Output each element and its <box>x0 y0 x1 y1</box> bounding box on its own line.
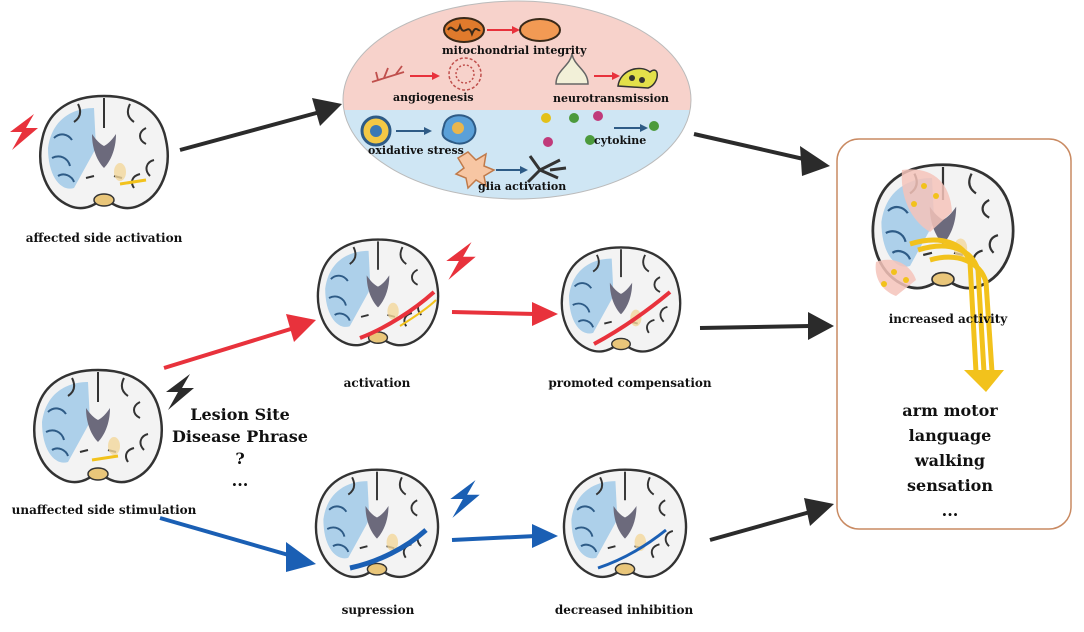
outcome-ellipsis: ... <box>941 501 959 520</box>
label-promoted-compensation: promoted compensation <box>548 376 712 390</box>
middle-line-ellipsis: ... <box>231 471 249 490</box>
outcome-box <box>836 138 1072 530</box>
outcome-sensation: sensation <box>907 476 993 495</box>
bolt-supression <box>450 480 480 518</box>
arrow-unaffected-to-supression <box>159 516 316 572</box>
label-unaffected-side: unaffected side stimulation <box>11 503 197 517</box>
label-mitochondrial: mitochondrial integrity <box>442 44 587 57</box>
label-increased-activity: increased activity <box>888 312 1008 326</box>
middle-text-block: Lesion Site Disease Phrase ? ... <box>170 404 310 492</box>
bolt-activation <box>446 242 476 280</box>
middle-line-disease-phrase: Disease Phrase <box>172 427 308 446</box>
brain-increased <box>871 163 1015 296</box>
arrow-activation-to-promoted <box>451 302 558 326</box>
label-angiogenesis: angiogenesis <box>393 91 474 104</box>
arrow-promoted-to-outcome <box>699 312 834 340</box>
label-supression: supression <box>341 603 415 617</box>
label-activation: activation <box>343 376 411 390</box>
label-decreased-inhibition: decreased inhibition <box>554 603 694 617</box>
label-cytokine: cytokine <box>594 134 647 147</box>
arrow-decreased-to-outcome <box>709 498 834 542</box>
label-affected-side: affected side activation <box>25 231 183 245</box>
label-glia: glia activation <box>478 180 567 193</box>
brain-unaffected <box>33 368 163 484</box>
middle-line-question: ? <box>235 449 245 468</box>
bolt-affected <box>10 114 38 150</box>
arrow-affected-to-mechanisms <box>179 98 342 152</box>
mechanisms-ellipse <box>342 0 692 200</box>
outcome-arm-motor: arm motor <box>902 401 998 420</box>
outcome-list: arm motor language walking sensation ... <box>880 398 1020 523</box>
blue-pathway-decreased <box>597 528 667 570</box>
brain-affected <box>39 94 169 210</box>
arrow-supression-to-decreased <box>451 524 558 548</box>
brain-decreased <box>562 468 688 579</box>
outcome-language: language <box>908 426 992 445</box>
middle-line-lesion-site: Lesion Site <box>190 405 290 424</box>
blue-pathway-supression <box>349 528 428 571</box>
arrow-mechanisms-to-outcome <box>693 132 830 176</box>
red-pathway-activation <box>359 290 436 340</box>
label-neurotransmission: neurotransmission <box>553 92 670 105</box>
yellow-output-arrows <box>909 237 995 373</box>
red-pathway-promoted <box>593 290 672 346</box>
outcome-walking: walking <box>914 451 986 470</box>
label-oxidative: oxidative stress <box>368 144 464 157</box>
yellow-arrowhead <box>964 370 1004 392</box>
arrow-unaffected-to-activation <box>163 314 316 370</box>
